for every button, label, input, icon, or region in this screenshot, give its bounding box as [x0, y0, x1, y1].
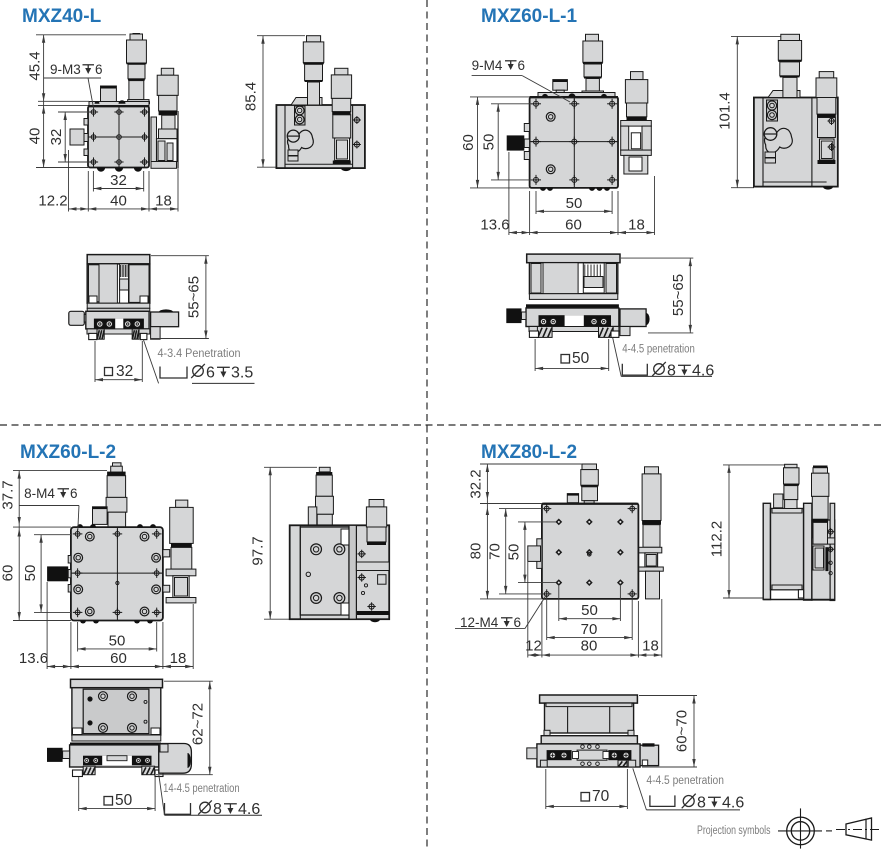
svg-text:6: 6 [514, 615, 522, 630]
svg-text:32: 32 [116, 363, 133, 380]
svg-text:50: 50 [566, 195, 583, 212]
svg-text:50: 50 [22, 565, 39, 582]
svg-text:13.6: 13.6 [19, 650, 48, 667]
svg-text:32: 32 [110, 172, 127, 189]
svg-text:Projection symbols: Projection symbols [697, 825, 771, 837]
svg-text:18: 18 [642, 638, 659, 655]
svg-text:6: 6 [70, 486, 78, 501]
svg-text:112.2: 112.2 [709, 521, 726, 557]
svg-text:32: 32 [48, 129, 65, 146]
svg-text:MXZ80-L-2: MXZ80-L-2 [481, 442, 577, 463]
svg-text:80: 80 [581, 638, 598, 655]
svg-text:70: 70 [592, 788, 610, 805]
svg-text:14-4.5 penetration: 14-4.5 penetration [163, 783, 240, 795]
svg-text:12.2: 12.2 [38, 193, 67, 210]
svg-text:6: 6 [518, 58, 526, 73]
svg-text:45.4: 45.4 [27, 51, 44, 80]
svg-text:13.6: 13.6 [480, 217, 509, 234]
svg-text:4.6: 4.6 [692, 363, 714, 380]
svg-text:50: 50 [115, 792, 133, 809]
svg-text:8: 8 [697, 795, 706, 812]
svg-text:8: 8 [213, 801, 222, 818]
svg-text:18: 18 [628, 217, 645, 234]
svg-text:3.5: 3.5 [231, 365, 253, 382]
svg-text:50: 50 [581, 602, 598, 619]
svg-text:8-M4: 8-M4 [24, 486, 55, 501]
svg-text:6: 6 [206, 365, 215, 382]
svg-text:12-M4: 12-M4 [460, 615, 499, 630]
svg-text:18: 18 [155, 193, 172, 210]
svg-text:60: 60 [565, 217, 582, 234]
svg-text:40: 40 [110, 193, 127, 210]
svg-text:85.4: 85.4 [243, 82, 260, 111]
svg-text:4.6: 4.6 [238, 801, 260, 818]
svg-text:4-4.5 penetration: 4-4.5 penetration [622, 344, 695, 356]
svg-text:6: 6 [95, 62, 103, 77]
svg-text:80: 80 [468, 543, 485, 560]
svg-text:50: 50 [109, 633, 126, 650]
svg-text:60: 60 [110, 650, 127, 667]
svg-text:55~65: 55~65 [186, 276, 203, 318]
svg-text:62~72: 62~72 [190, 703, 207, 745]
svg-text:55~65: 55~65 [670, 274, 687, 316]
svg-text:32.2: 32.2 [468, 469, 485, 498]
svg-text:70: 70 [581, 621, 598, 638]
svg-text:4-4.5 penetration: 4-4.5 penetration [646, 775, 724, 787]
svg-text:50: 50 [506, 544, 523, 561]
svg-text:60~70: 60~70 [674, 710, 691, 752]
svg-text:MXZ60-L-1: MXZ60-L-1 [481, 6, 578, 27]
svg-text:70: 70 [487, 543, 504, 560]
svg-text:50: 50 [572, 350, 590, 367]
svg-text:37.7: 37.7 [0, 480, 17, 509]
svg-text:18: 18 [170, 650, 187, 667]
svg-text:4-3.4 Penetration: 4-3.4 Penetration [158, 348, 241, 360]
svg-text:4.6: 4.6 [722, 795, 744, 812]
svg-text:9-M4: 9-M4 [472, 58, 503, 73]
svg-text:40: 40 [27, 128, 44, 145]
svg-text:8: 8 [667, 363, 676, 380]
svg-text:97.7: 97.7 [250, 536, 267, 565]
svg-text:101.4: 101.4 [717, 92, 734, 130]
svg-text:MXZ40-L: MXZ40-L [22, 6, 102, 27]
svg-text:60: 60 [0, 565, 17, 582]
svg-text:9-M3: 9-M3 [50, 62, 81, 77]
svg-text:60: 60 [460, 134, 477, 151]
svg-text:MXZ60-L-2: MXZ60-L-2 [20, 442, 116, 463]
svg-text:50: 50 [481, 134, 498, 151]
svg-text:12: 12 [525, 638, 542, 655]
